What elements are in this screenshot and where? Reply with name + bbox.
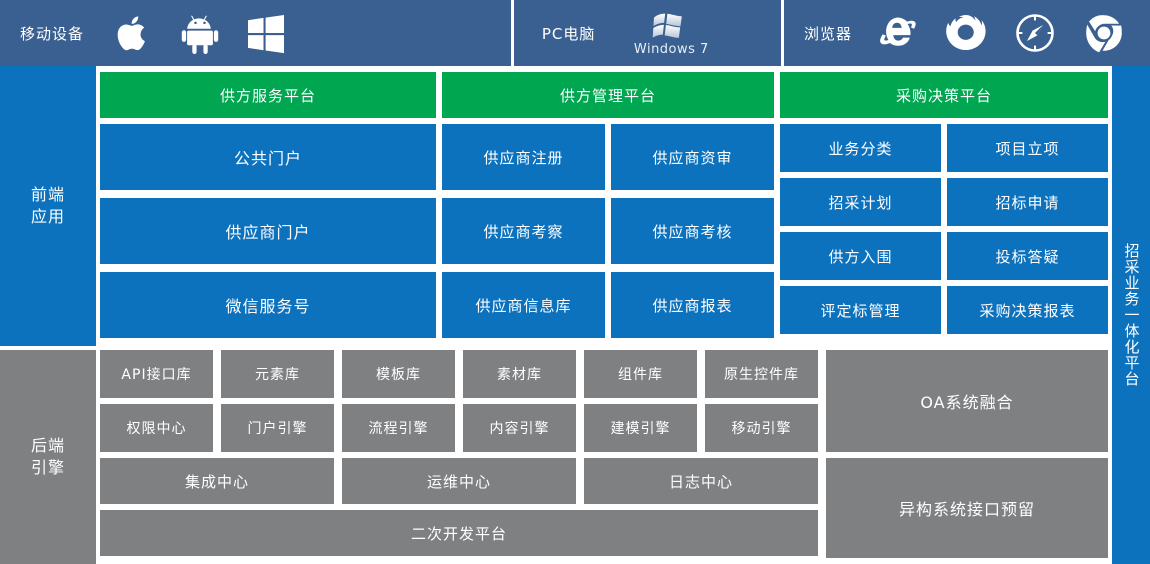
device-header-bar: 移动设备 bbox=[0, 0, 1150, 66]
module-supplier-register[interactable]: 供应商注册 bbox=[442, 124, 605, 190]
header-group-pc: PC电脑 Windows 7 bbox=[510, 0, 781, 66]
module-bid-application[interactable]: 招标申请 bbox=[947, 178, 1108, 226]
firefox-icon bbox=[943, 10, 989, 56]
windows-icon bbox=[244, 10, 288, 56]
platform-header-row: 供方服务平台 供方管理平台 采购决策平台 bbox=[100, 72, 1108, 118]
engine-integration-center[interactable]: 集成中心 bbox=[100, 458, 334, 504]
library-row: API接口库 元素库 模板库 素材库 组件库 原生控件库 bbox=[100, 350, 818, 398]
management-row: 供应商注册 供应商资审 bbox=[442, 124, 774, 190]
platform-supplier-service[interactable]: 供方服务平台 bbox=[100, 72, 436, 118]
engine-permission-center[interactable]: 权限中心 bbox=[100, 404, 213, 452]
frontend-column-decision: 业务分类 项目立项 招采计划 招标申请 供方入围 投标答疑 评定标管理 采购决策… bbox=[780, 124, 1108, 340]
integration-oa-system[interactable]: OA系统融合 bbox=[826, 350, 1108, 452]
module-business-classification[interactable]: 业务分类 bbox=[780, 124, 941, 172]
header-group-browser: 浏览器 bbox=[780, 0, 1150, 66]
apple-icon bbox=[112, 10, 156, 56]
engine-component-library[interactable]: 组件库 bbox=[584, 350, 697, 398]
backend-region: API接口库 元素库 模板库 素材库 组件库 原生控件库 权限中心 门户引擎 流… bbox=[100, 350, 1108, 564]
module-supplier-report[interactable]: 供应商报表 bbox=[611, 272, 774, 338]
rail-frontend: 前端应用 bbox=[0, 66, 96, 346]
rail-frontend-label: 前端应用 bbox=[30, 185, 65, 226]
chrome-icon bbox=[1081, 10, 1127, 56]
center-row: 集成中心 运维中心 日志中心 bbox=[100, 458, 818, 504]
engine-template-library[interactable]: 模板库 bbox=[342, 350, 455, 398]
header-label-pc: PC电脑 bbox=[541, 24, 596, 43]
windows7-caption: Windows 7 bbox=[633, 42, 709, 57]
dev-platform-row: 二次开发平台 bbox=[100, 510, 818, 556]
decision-row: 评定标管理 采购决策报表 bbox=[780, 286, 1108, 334]
rail-backend: 后端引擎 bbox=[0, 350, 96, 564]
module-supplier-qualification[interactable]: 供应商资审 bbox=[611, 124, 774, 190]
decision-row: 招采计划 招标申请 bbox=[780, 178, 1108, 226]
engine-row: 权限中心 门户引擎 流程引擎 内容引擎 建模引擎 移动引擎 bbox=[100, 404, 818, 452]
integration-heterogeneous-interface[interactable]: 异构系统接口预留 bbox=[826, 458, 1108, 558]
module-supplier-portal[interactable]: 供应商门户 bbox=[100, 198, 436, 264]
module-supplier-inspection[interactable]: 供应商考察 bbox=[442, 198, 605, 264]
left-rail: 前端应用 后端引擎 bbox=[0, 66, 96, 564]
engine-element-library[interactable]: 元素库 bbox=[221, 350, 334, 398]
module-bid-clarification[interactable]: 投标答疑 bbox=[947, 232, 1108, 280]
engine-content[interactable]: 内容引擎 bbox=[463, 404, 576, 452]
engine-material-library[interactable]: 素材库 bbox=[463, 350, 576, 398]
safari-icon bbox=[1012, 10, 1058, 56]
diagram-body: 前端应用 后端引擎 招采业务一体化平台 供方服务平台 供方管理平台 采购决策平台… bbox=[0, 66, 1150, 564]
module-supplier-assessment[interactable]: 供应商考核 bbox=[611, 198, 774, 264]
engine-portal[interactable]: 门户引擎 bbox=[221, 404, 334, 452]
mobile-icon-row bbox=[112, 10, 310, 56]
right-rail: 招采业务一体化平台 bbox=[1112, 66, 1150, 564]
frontend-region: 供方服务平台 供方管理平台 采购决策平台 公共门户 供应商门户 微信服务号 供应… bbox=[100, 66, 1108, 346]
engine-secondary-development-platform[interactable]: 二次开发平台 bbox=[100, 510, 818, 556]
engine-api-library[interactable]: API接口库 bbox=[100, 350, 213, 398]
module-supplier-database[interactable]: 供应商信息库 bbox=[442, 272, 605, 338]
engine-workflow[interactable]: 流程引擎 bbox=[342, 404, 455, 452]
backend-left-grid: API接口库 元素库 模板库 素材库 组件库 原生控件库 权限中心 门户引擎 流… bbox=[100, 350, 818, 564]
browser-icon-row bbox=[874, 10, 1150, 56]
header-group-mobile: 移动设备 bbox=[0, 0, 511, 66]
android-icon bbox=[178, 10, 222, 56]
engine-operations-center[interactable]: 运维中心 bbox=[342, 458, 576, 504]
module-decision-report[interactable]: 采购决策报表 bbox=[947, 286, 1108, 334]
backend-integration-column: OA系统融合 异构系统接口预留 bbox=[826, 350, 1108, 564]
module-wechat-service[interactable]: 微信服务号 bbox=[100, 272, 436, 338]
engine-native-control-library[interactable]: 原生控件库 bbox=[705, 350, 818, 398]
decision-row: 供方入围 投标答疑 bbox=[780, 232, 1108, 280]
management-row: 供应商考察 供应商考核 bbox=[442, 198, 774, 264]
engine-modeling[interactable]: 建模引擎 bbox=[584, 404, 697, 452]
module-public-portal[interactable]: 公共门户 bbox=[100, 124, 436, 190]
header-label-browser: 浏览器 bbox=[803, 24, 852, 43]
engine-mobile[interactable]: 移动引擎 bbox=[705, 404, 818, 452]
frontend-column-service: 公共门户 供应商门户 微信服务号 bbox=[100, 124, 436, 346]
module-evaluation-management[interactable]: 评定标管理 bbox=[780, 286, 941, 334]
module-supplier-shortlist[interactable]: 供方入围 bbox=[780, 232, 941, 280]
management-row: 供应商信息库 供应商报表 bbox=[442, 272, 774, 338]
right-rail-label: 招采业务一体化平台 bbox=[1122, 243, 1141, 387]
frontend-column-management: 供应商注册 供应商资审 供应商考察 供应商考核 供应商信息库 供应商报表 bbox=[442, 124, 774, 346]
internet-explorer-icon bbox=[874, 10, 920, 56]
decision-row: 业务分类 项目立项 bbox=[780, 124, 1108, 172]
header-label-mobile: 移动设备 bbox=[20, 24, 85, 43]
windows7-icon: Windows 7 bbox=[621, 9, 721, 57]
platform-supplier-management[interactable]: 供方管理平台 bbox=[442, 72, 774, 118]
platform-procurement-decision[interactable]: 采购决策平台 bbox=[780, 72, 1108, 118]
module-procurement-plan[interactable]: 招采计划 bbox=[780, 178, 941, 226]
module-project-initiation[interactable]: 项目立项 bbox=[947, 124, 1108, 172]
engine-log-center[interactable]: 日志中心 bbox=[584, 458, 818, 504]
rail-backend-label: 后端引擎 bbox=[30, 436, 65, 477]
